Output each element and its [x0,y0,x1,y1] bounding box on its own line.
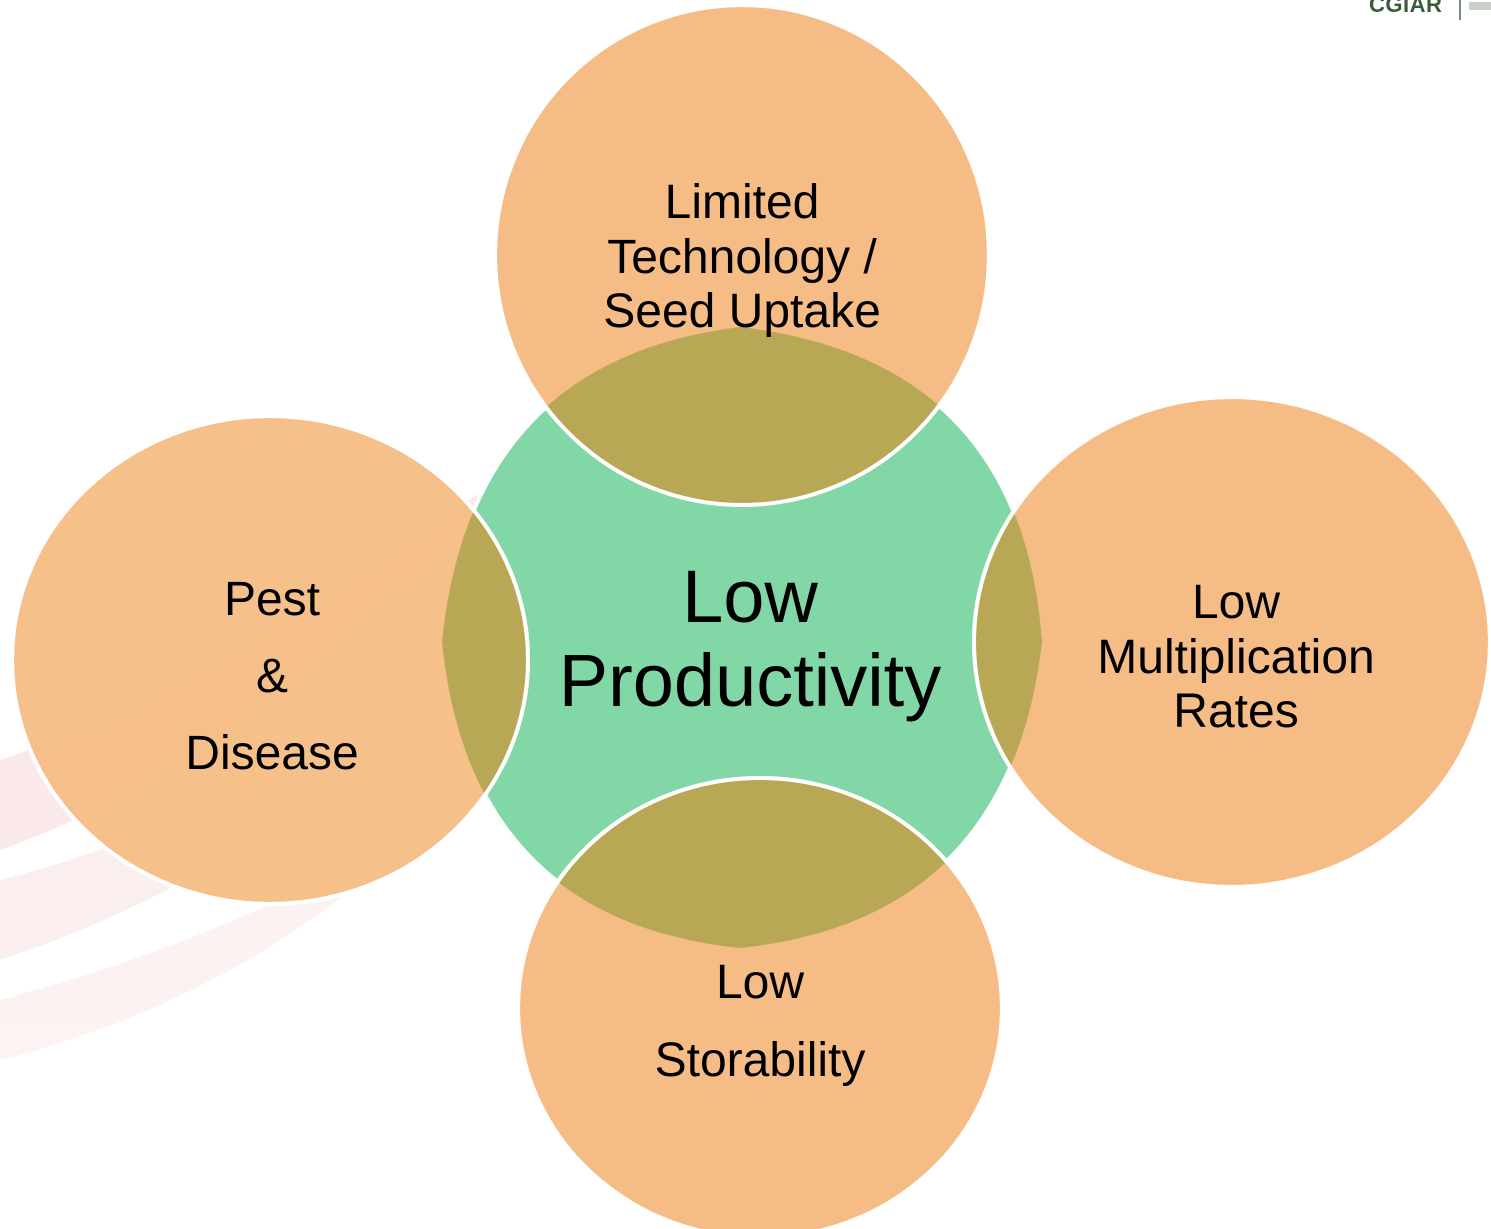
cgiar-logo: CGIAR [1361,0,1491,30]
bottom-circle-label: Low Storability [600,944,920,1100]
center-line-1: Low [682,555,818,638]
center-label: Low Productivity [520,560,980,718]
circle-right-outline [972,395,1491,889]
center-line-2: Productivity [558,639,942,722]
logo-tagline-mark [1469,2,1491,10]
circle-left-outline [10,414,530,906]
right-line-2: Multiplication [1097,630,1375,684]
logo-text: CGIAR [1369,0,1443,17]
right-circle-label: Low Multiplication Rates [1066,576,1406,740]
left-line-3: Disease [185,726,359,780]
top-line-3: Seed Uptake [603,285,881,339]
overlap-top [495,327,989,505]
left-circle-label: Pest & Disease [122,562,422,792]
overlap-bottom [518,778,1002,948]
bottom-line-1: Low [715,956,805,1009]
top-circle-label: Limited Technology / Seed Uptake [552,176,932,340]
circle-top-outline [493,3,991,507]
overlap-group [442,327,1042,948]
left-line-2: & [255,649,288,703]
top-line-2: Technology / [607,230,877,284]
left-line-1: Pest [223,573,321,626]
right-line-1: Low [1191,576,1281,629]
top-line-1: Limited [664,176,820,229]
logo-divider [1459,0,1461,20]
circle-bottom-outline [516,776,1004,1229]
right-line-3: Rates [1173,685,1299,739]
bottom-line-2: Storability [654,1033,866,1087]
